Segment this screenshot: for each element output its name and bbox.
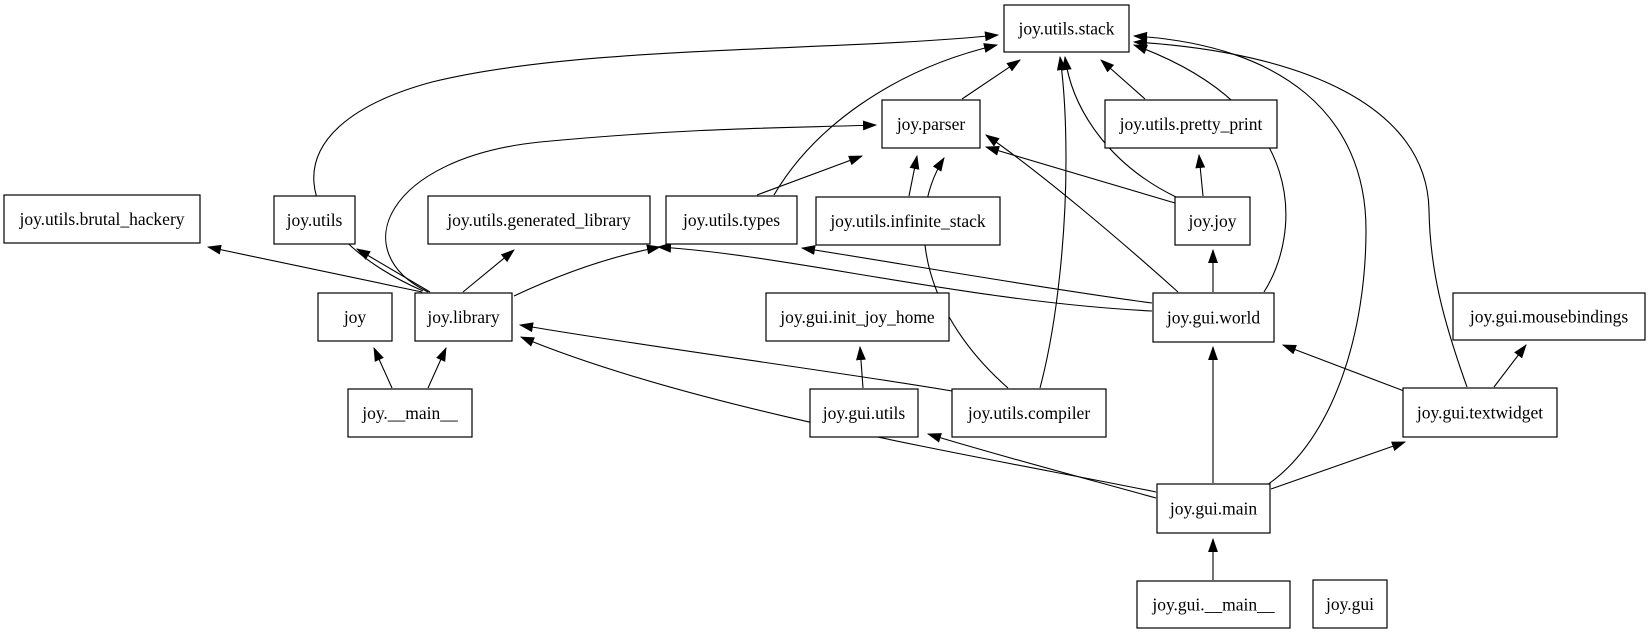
edge-joy-gui-utils-to-joy-gui-init_joy_home — [856, 345, 866, 389]
node-box-joy-utils-pretty_print — [1104, 99, 1278, 149]
node-label-joy-gui-world: joy.gui.world — [1166, 308, 1260, 328]
node-box-joy-gui-init_joy_home — [765, 292, 950, 342]
node-label-joy-gui-mousebindings: joy.gui.mousebindings — [1469, 307, 1629, 327]
node-label-joy: joy — [343, 307, 367, 327]
node-label-joy-gui-textwidget: joy.gui.textwidget — [1416, 403, 1543, 423]
node-box-joy-gui-utils — [809, 388, 919, 438]
node-label-joy-gui: joy.gui — [1325, 594, 1374, 614]
edge-joy-library-to-joy-utils — [356, 248, 431, 293]
node-joy-utils-infinite_stack: joy.utils.infinite_stack — [815, 196, 1001, 246]
node-box-joy-parser — [881, 99, 981, 149]
edge-joy-library-to-joy-utils-types — [513, 244, 662, 297]
node-joy-library: joy.library — [414, 292, 513, 342]
edge-joy-gui-world-to-joy-utils-generated_library — [656, 242, 1153, 312]
node-box-joy-utils-infinite_stack — [815, 196, 1001, 246]
node-joy-__main__: joy.__main__ — [347, 388, 473, 438]
node-joy-utils-brutal_hackery: joy.utils.brutal_hackery — [3, 194, 201, 244]
node-label-joy-joy: joy.joy — [1188, 211, 1237, 231]
node-label-joy-utils-generated_library: joy.utils.generated_library — [446, 210, 631, 230]
edge-joy-joy-to-joy-parser — [984, 145, 1176, 204]
node-joy-joy: joy.joy — [1174, 196, 1251, 246]
node-label-joy-gui-main: joy.gui.main — [1169, 499, 1258, 519]
edge-joy-utils-infinite_stack-to-joy-parser — [908, 154, 920, 197]
edge-joy-library-to-joy-utils-brutal_hackery — [206, 244, 423, 293]
node-joy-gui-textwidget: joy.gui.textwidget — [1402, 387, 1558, 438]
edge-joy-joy-to-joy-utils-pretty_print — [1195, 153, 1206, 197]
node-box-joy-gui-mousebindings — [1452, 292, 1646, 341]
node-label-joy-gui-utils: joy.gui.utils — [822, 403, 906, 423]
node-joy-gui-mousebindings: joy.gui.mousebindings — [1452, 292, 1646, 341]
node-box-joy-library — [414, 292, 513, 342]
node-box-joy-gui-textwidget — [1402, 387, 1558, 438]
edge-joy-gui-main-to-joy-gui-textwidget — [1270, 441, 1407, 490]
edge-joy-utils-compiler-to-joy-library — [518, 322, 953, 392]
node-box-joy-gui-world — [1152, 292, 1275, 343]
node-label-joy-utils: joy.utils — [286, 210, 343, 230]
node-box-joy-gui-main — [1156, 483, 1271, 534]
node-box-joy-utils — [273, 195, 356, 245]
node-label-joy-parser: joy.parser — [896, 114, 966, 134]
nodes-layer: joy.utils.stack joy.parser joy.utils.prett… — [3, 4, 1646, 629]
node-label-joy-utils-brutal_hackery: joy.utils.brutal_hackery — [18, 209, 184, 229]
node-joy-utils: joy.utils — [273, 195, 356, 245]
edge-joy-utils-compiler-to-joy-parser — [923, 157, 1009, 389]
node-box-joy-__main__ — [347, 388, 473, 438]
edge-joy-gui-textwidget-to-joy-gui-world — [1281, 344, 1405, 392]
node-label-joy-utils-compiler: joy.utils.compiler — [967, 403, 1090, 423]
edge-joy-gui-textwidget-to-joy-utils-stack — [1132, 37, 1468, 388]
edge-joy-utils-types-to-joy-utils-stack — [773, 43, 999, 196]
edge-joy-gui-world-to-joy-parser — [985, 134, 1179, 293]
node-box-joy-utils-types — [665, 195, 798, 245]
node-joy: joy — [317, 292, 393, 342]
node-label-joy-utils-pretty_print: joy.utils.pretty_print — [1119, 114, 1263, 134]
node-joy-gui-main: joy.gui.main — [1156, 483, 1271, 534]
node-label-joy-library: joy.library — [426, 307, 499, 327]
edge-joy-gui-textwidget-to-joy-gui-mousebindings — [1493, 344, 1527, 388]
edge-joy-gui-world-to-joy-utils-types — [800, 245, 1153, 304]
node-label-joy-utils-stack: joy.utils.stack — [1017, 19, 1114, 39]
node-box-joy — [317, 292, 393, 342]
node-label-joy-utils-infinite_stack: joy.utils.infinite_stack — [829, 211, 986, 231]
edge-joy-gui-main-to-joy-utils-stack — [1132, 31, 1367, 486]
node-joy-utils-pretty_print: joy.utils.pretty_print — [1104, 99, 1278, 149]
edge-joy-utils-compiler-to-joy-utils-stack — [1039, 55, 1067, 389]
edge-joy-__main__-to-joy-library — [427, 346, 447, 389]
node-box-joy-utils-brutal_hackery — [3, 194, 201, 244]
node-box-joy-joy — [1174, 196, 1251, 246]
edge-joy-library-to-joy-utils-generated_library — [462, 249, 515, 293]
node-joy-utils-stack: joy.utils.stack — [1003, 4, 1130, 53]
node-joy-utils-types: joy.utils.types — [665, 195, 798, 245]
node-label-joy-utils-types: joy.utils.types — [682, 210, 780, 230]
node-label-joy-gui-__main__: joy.gui.__main__ — [1151, 595, 1275, 615]
node-box-joy-utils-generated_library — [427, 195, 651, 245]
edge-joy-library-to-joy-parser — [385, 120, 878, 293]
node-joy-gui-__main__: joy.gui.__main__ — [1136, 580, 1291, 629]
edge-joy-library-to-joy-utils-stack — [313, 31, 1000, 292]
node-box-joy-gui — [1312, 579, 1388, 629]
node-joy-parser: joy.parser — [881, 99, 981, 149]
node-label-joy-gui-init_joy_home: joy.gui.init_joy_home — [779, 307, 935, 327]
edge-joy-joy-to-joy-utils-stack — [1061, 55, 1177, 198]
node-box-joy-utils-compiler — [951, 388, 1107, 438]
node-joy-gui-init_joy_home: joy.gui.init_joy_home — [765, 292, 950, 342]
node-joy-utils-generated_library: joy.utils.generated_library — [427, 195, 651, 245]
edge-joy-utils-pretty_print-to-joy-utils-stack — [1100, 59, 1146, 100]
edge-joy-gui-main-to-joy-gui-utils — [926, 433, 1157, 499]
node-joy-gui-world: joy.gui.world — [1152, 292, 1275, 343]
edge-joy-parser-to-joy-utils-stack — [961, 59, 1021, 100]
node-joy-gui-utils: joy.gui.utils — [809, 388, 919, 438]
edge-joy-__main__-to-joy — [373, 346, 393, 389]
node-box-joy-utils-stack — [1003, 4, 1130, 53]
node-label-joy-__main__: joy.__main__ — [361, 403, 458, 423]
edge-joy-utils-types-to-joy-parser — [756, 155, 864, 196]
node-joy-gui: joy.gui — [1312, 579, 1388, 629]
edge-joy-gui-world-to-joy-utils-stack — [1132, 44, 1287, 293]
node-box-joy-gui-__main__ — [1136, 580, 1291, 629]
node-joy-utils-compiler: joy.utils.compiler — [951, 388, 1107, 438]
